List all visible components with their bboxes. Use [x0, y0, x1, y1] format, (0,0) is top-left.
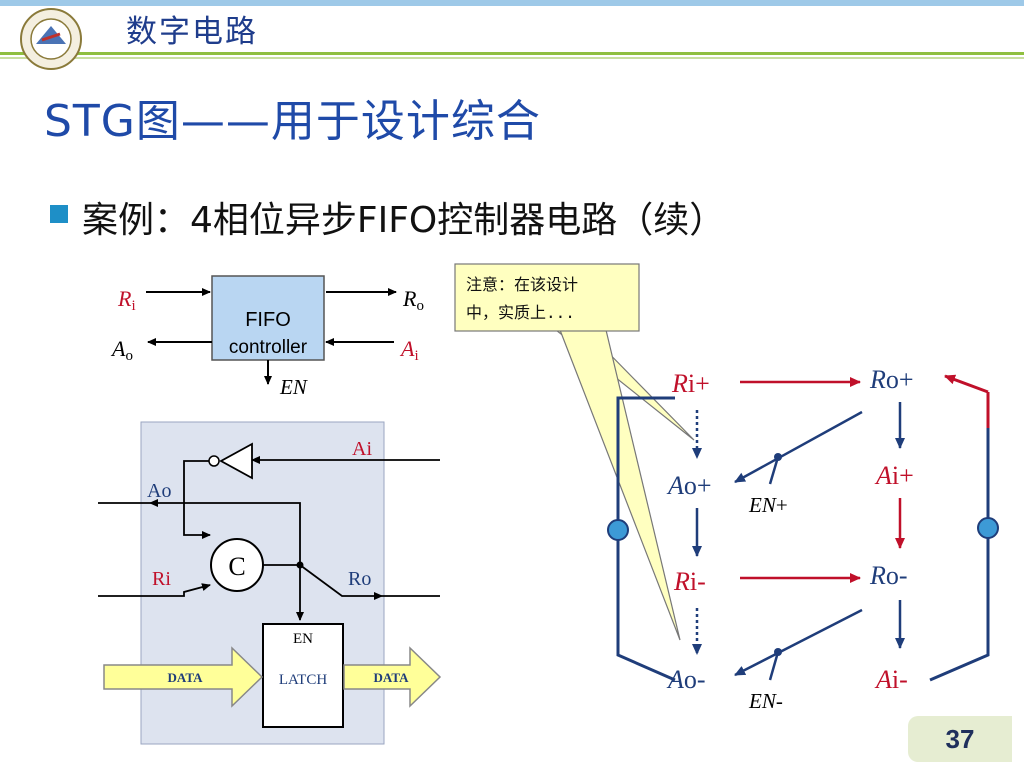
latch-en-label: EN [293, 631, 313, 647]
circuit-ri-wire [98, 583, 211, 597]
fifo-controller-block: FIFO controller Ri Ao Ro Ai EN [110, 275, 424, 399]
course-title: 数字电路 [126, 14, 258, 50]
circuit-schematic: Ai Ao C Ri Ro EN LATCH DATA DATA [98, 421, 442, 745]
circuit-ao-wire [149, 499, 301, 565]
circuit-ao-label: Ao [147, 480, 171, 502]
latch-label: LATCH [279, 672, 328, 688]
stg-en-minus-tick [768, 651, 780, 681]
block-label-controller: controller [229, 337, 308, 358]
block-ao-label: Ao [110, 336, 133, 364]
stg-ai-minus: Ai- [874, 665, 908, 694]
inverter-symbol [219, 442, 253, 480]
stg-en-plus: EN+ [748, 493, 788, 517]
note-line-1: 注意：在该设计 [466, 275, 578, 294]
stg-token-left [607, 519, 629, 541]
stg-right-loop-arrow [944, 374, 989, 394]
data-out-arrow [343, 646, 442, 708]
note-box [454, 263, 640, 332]
block-ro-label: Ro [402, 286, 424, 314]
block-label-fifo: FIFO [245, 309, 291, 331]
inverter-bubble [208, 455, 220, 467]
inverter-to-c-wire [183, 460, 211, 539]
stg-ri-minus: Ri- [673, 567, 706, 596]
block-ai-label: Ai [399, 336, 419, 364]
note-line-2: 中，实质上... [466, 303, 575, 322]
bullet-marker [50, 205, 68, 223]
stg-ri-plus: Ri+ [671, 369, 710, 398]
block-en-label: EN [279, 375, 308, 399]
latch-box [262, 623, 344, 728]
stg-ai-plus: Ai+ [874, 461, 914, 490]
slide-title: STG图——用于设计综合 [44, 96, 541, 147]
circuit-ro-label: Ro [348, 568, 371, 590]
block-ri-label: Ri [117, 286, 136, 314]
stg-ro-plus-to-ao-plus [734, 410, 863, 484]
stg-graph: Ri+ Ro+ Ao+ Ai+ EN+ Ri- Ro- Ao- Ai- EN- [607, 365, 999, 713]
bullet-text: 案例：4相位异步FIFO控制器电路（续） [82, 200, 726, 241]
stg-ao-plus: Ao+ [666, 471, 712, 500]
header-divider-light [0, 57, 1024, 59]
stg-en-plus-tick [768, 456, 780, 485]
page-number: 37 [908, 716, 1012, 762]
data-out-label: DATA [374, 670, 410, 685]
data-in-arrow [103, 646, 264, 708]
top-accent-bar [0, 0, 1024, 6]
university-logo [20, 8, 82, 70]
stg-en-minus: EN- [748, 689, 783, 713]
note-callout: 注意：在该设计 中，实质上... [454, 263, 695, 641]
circuit-ro-wire [299, 564, 383, 600]
stg-ao-minus: Ao- [666, 665, 706, 694]
circuit-ri-label: Ri [152, 568, 171, 590]
circuit-ai-label: Ai [352, 438, 372, 460]
stg-ro-plus: Ro+ [869, 365, 914, 394]
data-in-label: DATA [168, 670, 204, 685]
stg-ro-minus: Ro- [869, 561, 908, 590]
header-divider [0, 52, 1024, 55]
stg-right-loop-blue [929, 392, 990, 682]
stg-token-right [977, 517, 999, 539]
c-element-label: C [228, 552, 245, 581]
stg-ro-minus-to-ao-minus [734, 608, 863, 677]
